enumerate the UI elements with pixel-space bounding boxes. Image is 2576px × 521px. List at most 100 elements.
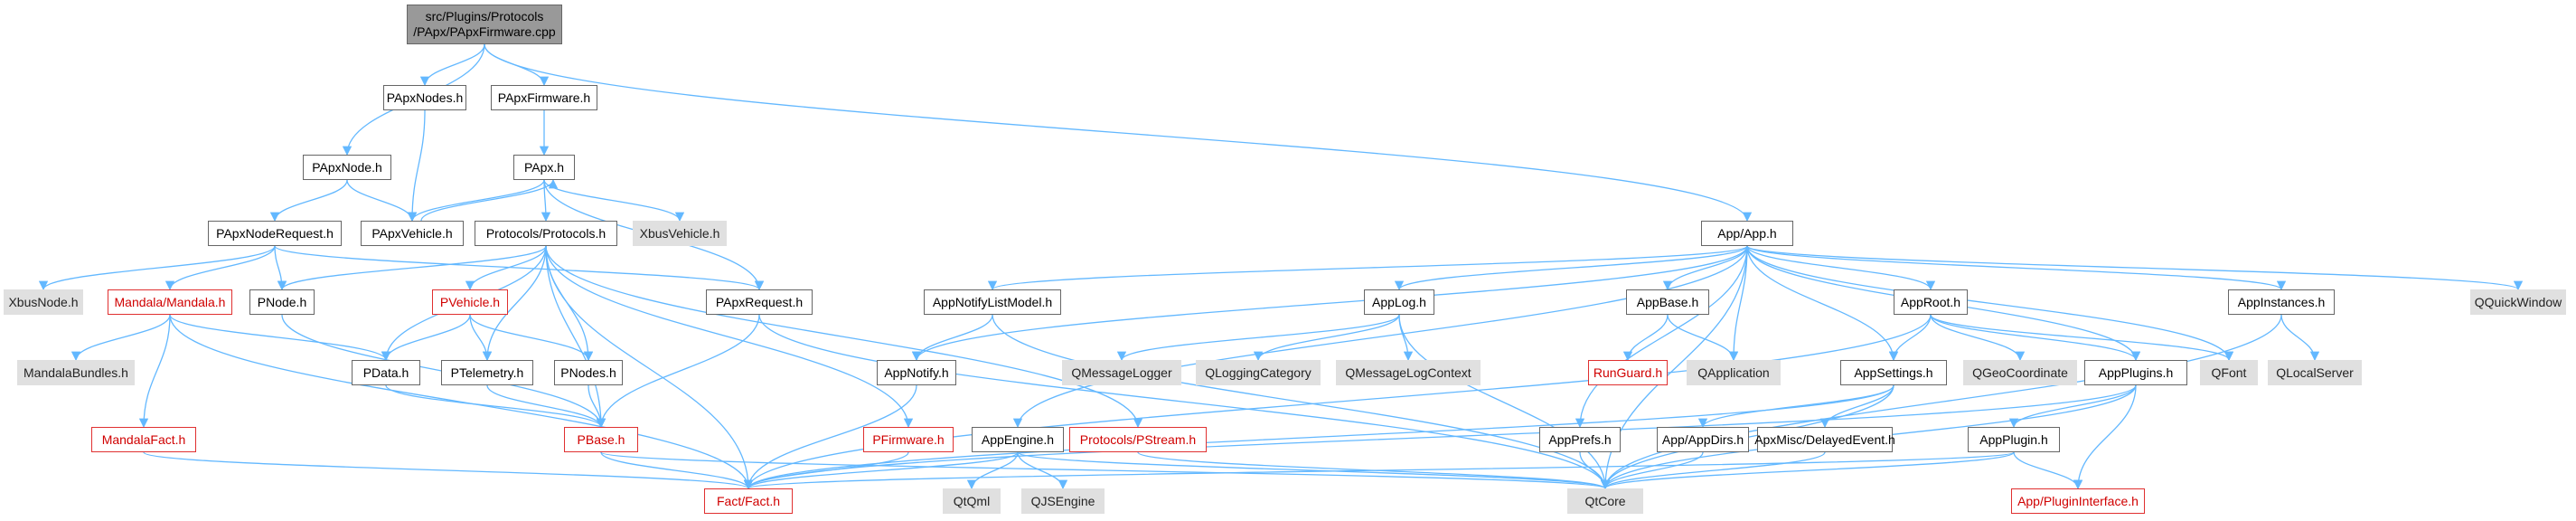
node-qmessagelogcontext: QMessageLogContext xyxy=(1336,360,1481,385)
node-appsettings-h[interactable]: AppSettings.h xyxy=(1840,360,1947,385)
node-pbase-h[interactable]: PBase.h xyxy=(564,427,638,452)
edge-protocols_h-to-pvehicle_h xyxy=(465,245,547,291)
edge-pvehicle_h-to-pnodes_h xyxy=(469,314,594,362)
edge-appplugin_h-to-qtcore xyxy=(1601,451,2015,490)
edge-appengine_h-to-qjsengine xyxy=(1017,451,1068,490)
node-papx-h[interactable]: PApx.h xyxy=(513,155,575,180)
edge-papxnoderequest_h-to-xbusnode_h xyxy=(38,245,276,291)
node-pstream-h[interactable]: Protocols/PStream.h xyxy=(1069,427,1207,452)
edge-protocols_h-to-pnode_h xyxy=(277,245,547,291)
edge-appengine_h-to-qtcore xyxy=(1017,451,1610,490)
edge-approot_h-to-appplugins_h xyxy=(1930,314,2141,362)
edge-app_h-to-appprefs_h xyxy=(1575,245,1748,429)
node-papxrequest-h[interactable]: PApxRequest.h xyxy=(706,289,813,315)
node-ptelemetry-h[interactable]: PTelemetry.h xyxy=(441,360,533,385)
node-papxvehicle-h[interactable]: PApxVehicle.h xyxy=(361,221,464,246)
root-file-node[interactable]: src/Plugins/Protocols/PApx/PApxFirmware.… xyxy=(407,5,562,44)
node-appplugin-h[interactable]: AppPlugin.h xyxy=(1968,427,2060,452)
node-mandalafact-h[interactable]: MandalaFact.h xyxy=(91,427,196,452)
node-qjsengine: QJSEngine xyxy=(1021,488,1105,514)
edge-appsettings_h-to-delayedevent_h xyxy=(1819,384,1894,429)
node-approot-h[interactable]: AppRoot.h xyxy=(1894,289,1968,315)
edge-root-to-app_h xyxy=(484,43,1753,223)
edge-appbase_h-to-runguard_h xyxy=(1622,314,1669,362)
edge-pbase_h-to-fact_h xyxy=(600,451,754,490)
edge-app_h-to-appinstances_h xyxy=(1746,245,2286,291)
edge-appnotify_h-to-fact_h xyxy=(743,384,917,490)
node-pvehicle-h[interactable]: PVehicle.h xyxy=(432,289,508,315)
edge-papxnoderequest_h-to-pnode_h xyxy=(274,245,287,291)
node-xbusnode-h: XbusNode.h xyxy=(4,289,83,315)
node-papxfirmware-h[interactable]: PApxFirmware.h xyxy=(491,85,597,110)
node-papxnode-h[interactable]: PApxNode.h xyxy=(303,155,391,180)
edge-papxnoderequest_h-to-mandala_h xyxy=(165,245,276,291)
node-delayedevent-h[interactable]: ApxMisc/DelayedEvent.h xyxy=(1754,427,1895,452)
edge-ptelemetry_h-to-pbase_h xyxy=(486,384,606,429)
node-appplugins-h[interactable]: AppPlugins.h xyxy=(2084,360,2187,385)
edge-applog_h-to-qmessagelogger xyxy=(1116,314,1400,362)
edge-appsettings_h-to-appdirs_h xyxy=(1697,384,1894,429)
edge-app_h-to-appsettings_h xyxy=(1746,245,1899,362)
edge-delayedevent_h-to-qtcore xyxy=(1600,451,1826,490)
edge-applog_h-to-qloggingcategory xyxy=(1253,314,1400,362)
edge-app_h-to-applog_h xyxy=(1394,245,1748,291)
node-appengine-h[interactable]: AppEngine.h xyxy=(972,427,1064,452)
node-appplugininterface-h[interactable]: App/PluginInterface.h xyxy=(2011,488,2145,514)
edge-protocols_h-to-ptelemetry_h xyxy=(482,245,547,362)
edge-pdata_h-to-pbase_h xyxy=(385,384,606,429)
node-pnodes-h[interactable]: PNodes.h xyxy=(554,360,623,385)
node-papxnodes-h[interactable]: PApxNodes.h xyxy=(383,85,466,110)
node-pfirmware-h[interactable]: PFirmware.h xyxy=(863,427,954,452)
node-qfont: QFont xyxy=(2200,360,2258,385)
edge-app_h-to-appengine_h xyxy=(1012,245,1748,429)
edge-appsettings_h-to-qtcore xyxy=(1600,384,1894,490)
edge-approot_h-to-fact_h xyxy=(743,314,1932,490)
edge-appinstances_h-to-qtcore xyxy=(1600,314,2282,490)
node-app-h[interactable]: App/App.h xyxy=(1701,221,1793,246)
node-fact-h[interactable]: Fact/Fact.h xyxy=(704,488,793,514)
edge-protocols_h-to-pstream_h xyxy=(545,245,1143,429)
node-appnotifylistmodel-h[interactable]: AppNotifyListModel.h xyxy=(924,289,1061,315)
node-qloggingcategory: QLoggingCategory xyxy=(1196,360,1321,385)
edge-appplugins_h-to-fact_h xyxy=(744,384,2137,490)
edge-papxrequest_h-to-pbase_h xyxy=(596,314,760,429)
node-pnode-h[interactable]: PNode.h xyxy=(249,289,315,315)
edge-mandala_h-to-pdata_h xyxy=(169,314,391,362)
node-appinstances-h[interactable]: AppInstances.h xyxy=(2228,289,2335,315)
node-mandala-h[interactable]: Mandala/Mandala.h xyxy=(108,289,232,315)
node-papxnoderequest-h[interactable]: PApxNodeRequest.h xyxy=(208,221,342,246)
edge-protocols_h-to-pfirmware_h xyxy=(545,245,914,429)
edge-appplugin_h-to-fact_h xyxy=(744,451,2015,490)
node-protocols-h[interactable]: Protocols/Protocols.h xyxy=(475,221,617,246)
node-applog-h[interactable]: AppLog.h xyxy=(1364,289,1434,315)
edge-papx_h-to-papxvehicle_h xyxy=(407,179,545,223)
edge-root-to-papxnodes_h xyxy=(419,43,485,87)
edge-papxnode_h-to-papxvehicle_h xyxy=(346,179,418,223)
edge-appplugins_h-to-appplugininterface_h xyxy=(2073,384,2137,490)
node-qquickwindow: QQuickWindow xyxy=(2470,289,2566,315)
node-pdata-h[interactable]: PData.h xyxy=(352,360,420,385)
edge-app_h-to-appnotify_h xyxy=(911,245,1748,362)
node-qlocalserver: QLocalServer xyxy=(2268,360,2362,385)
edge-protocols_h-to-pbase_h xyxy=(545,245,606,429)
edge-appnotifylistmodel_h-to-appnotify_h xyxy=(911,314,993,362)
edge-app_h-to-appbase_h xyxy=(1662,245,1748,291)
node-appdirs-h[interactable]: App/AppDirs.h xyxy=(1657,427,1749,452)
edge-applog_h-to-qtcore xyxy=(1398,314,1611,490)
edge-mandalafact_h-to-fact_h xyxy=(143,451,753,490)
edge-app_h-to-qfont xyxy=(1746,245,2234,362)
node-runguard-h[interactable]: RunGuard.h xyxy=(1588,360,1668,385)
node-mandalabundles-h: MandalaBundles.h xyxy=(17,360,135,385)
edge-appengine_h-to-qtqml xyxy=(966,451,1019,490)
edge-applog_h-to-qmessagelogcontext xyxy=(1398,314,1414,362)
edge-protocols_h-to-fact_h xyxy=(545,245,754,490)
node-appbase-h[interactable]: AppBase.h xyxy=(1626,289,1709,315)
node-appprefs-h[interactable]: AppPrefs.h xyxy=(1539,427,1621,452)
edge-papx_h-to-xbusvehicle_h xyxy=(543,179,685,223)
edge-papxnoderequest_h-to-papxrequest_h xyxy=(274,245,764,291)
node-appnotify-h[interactable]: AppNotify.h xyxy=(877,360,956,385)
node-qmessagelogger: QMessageLogger xyxy=(1062,360,1181,385)
edge-appengine_h-to-fact_h xyxy=(743,451,1019,490)
